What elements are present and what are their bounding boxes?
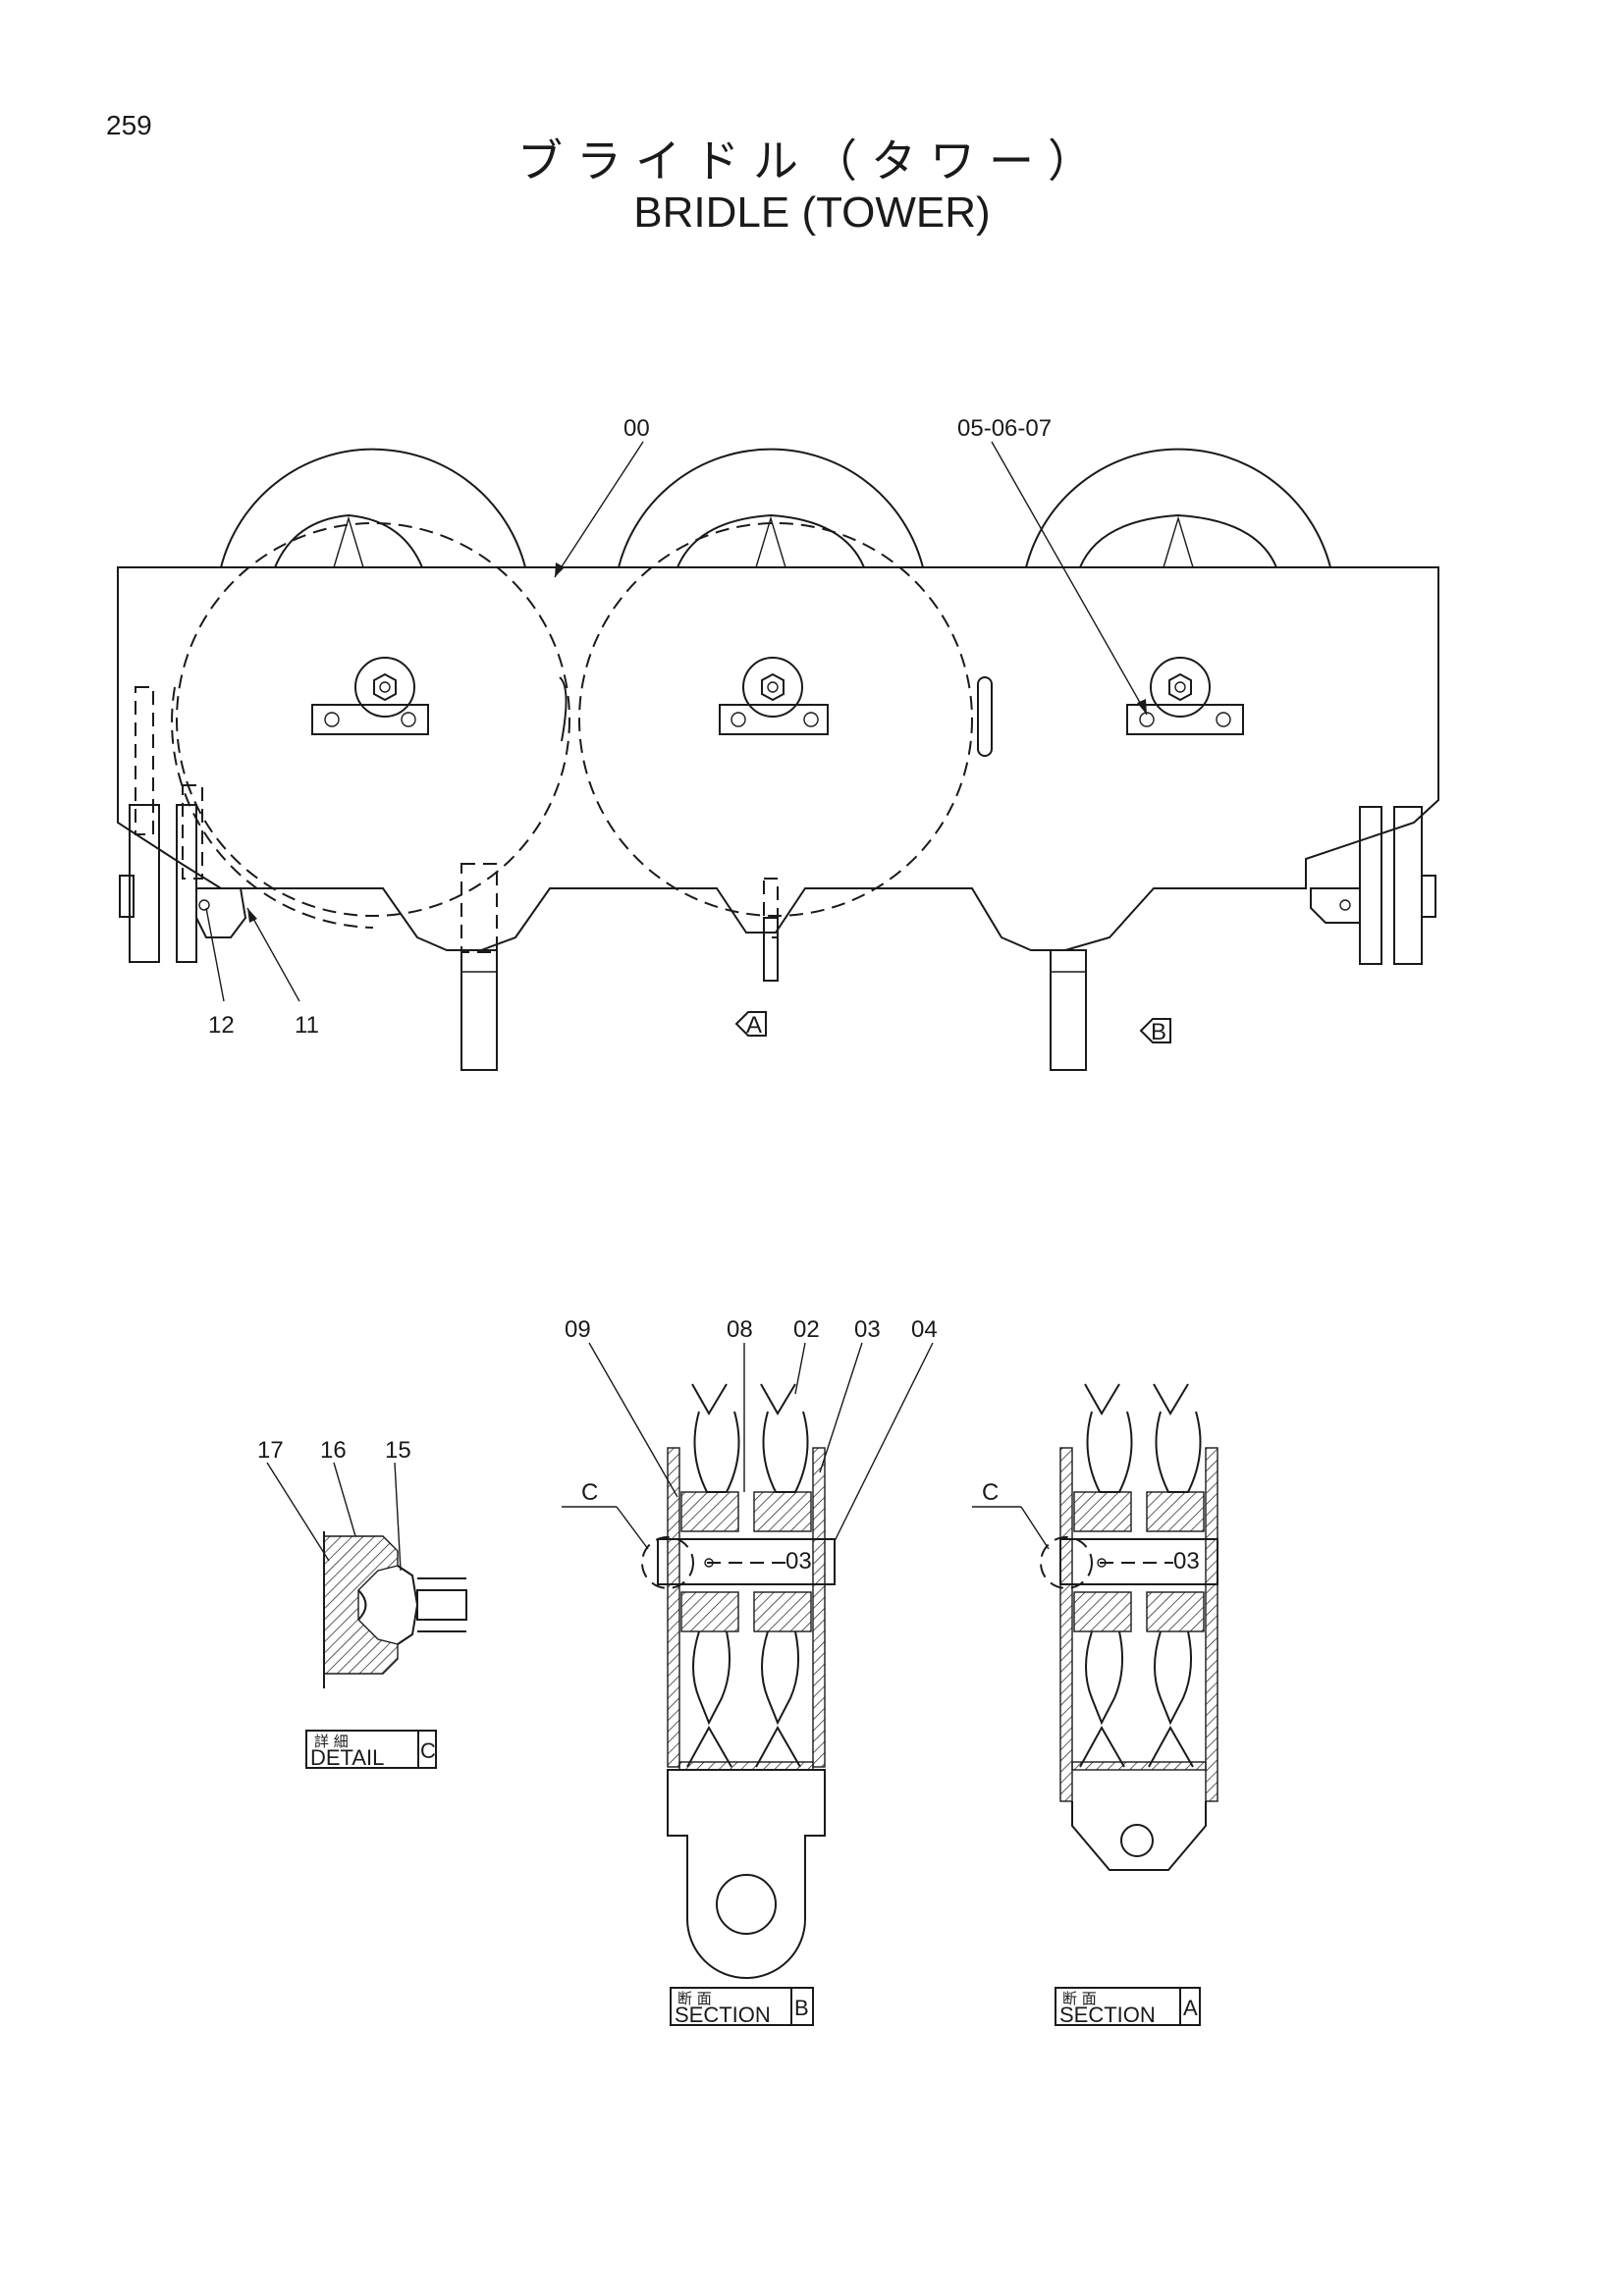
- svg-text:A: A: [746, 1012, 762, 1039]
- lug-right: [1050, 949, 1087, 1071]
- callout-11: 11: [295, 1012, 319, 1039]
- svg-text:03: 03: [785, 1548, 812, 1575]
- callout-15: 15: [385, 1437, 411, 1464]
- callout-08: 08: [727, 1316, 753, 1343]
- sheave-top-middle: [618, 448, 924, 568]
- callout-17: 17: [257, 1437, 284, 1464]
- callout-00: 00: [623, 415, 650, 442]
- svg-text:03: 03: [1173, 1548, 1200, 1575]
- sheave-hidden-left: [176, 522, 570, 917]
- section-a-label: SECTION: [1059, 2002, 1156, 2027]
- right-end-plate: [1359, 806, 1382, 965]
- svg-text:A: A: [1183, 1996, 1198, 2020]
- section-a-lug: [1071, 1801, 1207, 1871]
- callout-09: 09: [565, 1316, 591, 1343]
- section-b-label: SECTION: [675, 2002, 771, 2027]
- lug-left: [460, 949, 498, 1071]
- callout-16: 16: [320, 1437, 347, 1464]
- lug-left-hidden: [460, 863, 498, 953]
- sheave-hidden-middle: [578, 522, 973, 917]
- callout-c-section-b: C: [581, 1479, 598, 1506]
- section-a-label-box: [1055, 1987, 1201, 2026]
- view-marker-b: B: [1139, 1018, 1171, 1045]
- detail-c-view: 17 16 15 詳 細 DETAIL C: [257, 1437, 467, 1770]
- svg-text:B: B: [1151, 1019, 1166, 1045]
- callout-03: 03: [854, 1316, 881, 1343]
- left-end-plate-outer: [129, 804, 160, 963]
- svg-text:C: C: [420, 1738, 436, 1763]
- pulley-block-right: [1126, 657, 1244, 735]
- callout-04: 04: [911, 1316, 938, 1343]
- section-a-view: 03 C 断 面 SECTION A: [972, 1383, 1218, 2027]
- svg-text:詳 細: 詳 細: [314, 1733, 349, 1750]
- bridle-frame: [117, 566, 1439, 951]
- detail-c-label: DETAIL: [310, 1745, 384, 1770]
- section-b-view: 03 09 08 02 03 04 C: [562, 1316, 938, 2027]
- slot: [977, 676, 993, 757]
- sheave-top-right: [1025, 448, 1331, 568]
- pulley-block-middle: [719, 657, 829, 735]
- detail-c-label-box: [305, 1730, 437, 1769]
- sheave-top-left: [220, 448, 526, 568]
- section-b-label-box: [670, 1987, 814, 2026]
- title-english: BRIDLE (TOWER): [633, 188, 991, 237]
- callout-05-06-07: 05-06-07: [957, 415, 1052, 442]
- section-b-lug: [667, 1769, 826, 1979]
- pulley-block-left: [311, 657, 429, 735]
- main-view: 00 05-06-07 12 11 A B: [117, 415, 1439, 1071]
- svg-text:断 面: 断 面: [677, 1990, 712, 2007]
- svg-text:B: B: [794, 1996, 809, 2020]
- callout-12: 12: [208, 1012, 235, 1039]
- lug-middle: [763, 917, 779, 982]
- section-a-shaft: [1059, 1538, 1218, 1585]
- section-b-shaft: [657, 1538, 836, 1585]
- title-japanese: ブライドル（タワー）: [517, 134, 1107, 187]
- svg-text:断 面: 断 面: [1062, 1990, 1097, 2007]
- callout-02: 02: [793, 1316, 820, 1343]
- callout-c-section-a: C: [982, 1479, 999, 1506]
- page-number: 259: [106, 110, 152, 140]
- view-marker-a: A: [734, 1011, 767, 1039]
